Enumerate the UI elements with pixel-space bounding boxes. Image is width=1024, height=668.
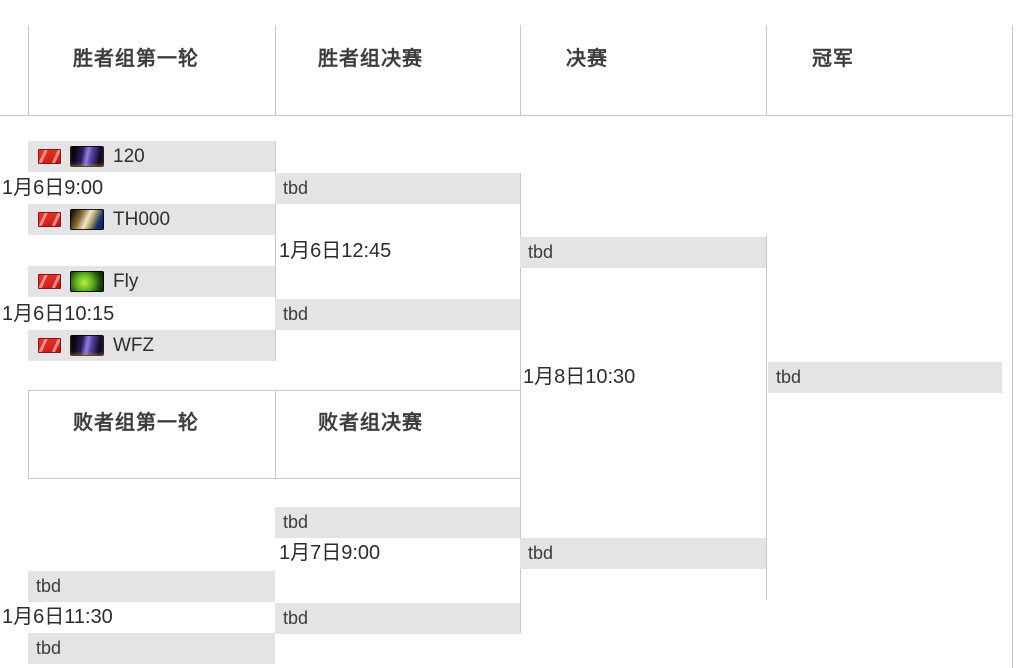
undead-race-icon — [70, 146, 104, 167]
china-flag-icon — [38, 338, 61, 353]
champion-slot: tbd — [768, 362, 1002, 393]
losers-header-col2-left-line — [275, 390, 276, 478]
header-winners-final: 胜者组决赛 — [318, 48, 423, 70]
losers-header-col1-left-line — [28, 390, 29, 478]
header-bottom-line — [0, 115, 1012, 116]
losers-final-slot1: tbd — [275, 507, 520, 538]
losers-header-right-line — [520, 390, 521, 478]
player-name: Fly — [113, 270, 139, 292]
header-col2-left-line — [275, 25, 276, 115]
winners-round1-connector-line — [275, 141, 276, 361]
header-winners-round1: 胜者组第一轮 — [73, 48, 199, 70]
header-champion: 冠军 — [812, 48, 854, 70]
match-time: 1月6日10:15 — [2, 303, 115, 325]
undead-race-icon — [70, 335, 104, 356]
header-losers-round1: 败者组第一轮 — [73, 412, 199, 434]
player-cell-th000[interactable]: TH000 — [28, 204, 275, 235]
match-time: 1月6日12:45 — [279, 240, 392, 262]
grand-final-connector-line — [766, 235, 767, 600]
header-col4-left-line — [766, 25, 767, 115]
header-col4-right-line — [1012, 25, 1013, 668]
header-col3-left-line — [520, 25, 521, 115]
losers-final-slot2: tbd — [275, 603, 520, 634]
losers-header-bottom-line — [28, 478, 520, 479]
winners-final-slot1: tbd — [275, 173, 520, 204]
player-cell-wfz[interactable]: WFZ — [28, 330, 275, 361]
orc-race-icon — [70, 271, 104, 292]
match-time: 1月8日10:30 — [523, 366, 636, 388]
header-col1-left-line — [28, 25, 29, 115]
match-time: 1月6日9:00 — [2, 177, 104, 199]
player-cell-120[interactable]: 120 — [28, 141, 275, 172]
player-name: TH000 — [113, 208, 171, 230]
header-grand-final: 决赛 — [566, 48, 608, 70]
player-name: 120 — [113, 145, 145, 167]
china-flag-icon — [38, 149, 61, 164]
match-time: 1月6日11:30 — [2, 606, 113, 628]
china-flag-icon — [38, 212, 61, 227]
grand-final-slot1: tbd — [520, 237, 766, 268]
match-time: 1月7日9:00 — [279, 542, 381, 564]
grand-final-slot2: tbd — [520, 538, 766, 569]
losers-header-top-line — [28, 390, 520, 391]
losers-round1-slot2: tbd — [28, 633, 275, 664]
china-flag-icon — [38, 274, 61, 289]
human-race-icon — [70, 209, 104, 230]
player-name: WFZ — [113, 334, 155, 356]
header-losers-final: 败者组决赛 — [318, 412, 423, 434]
winners-final-slot2: tbd — [275, 299, 520, 330]
losers-round1-slot1: tbd — [28, 571, 275, 602]
player-cell-fly[interactable]: Fly — [28, 266, 275, 297]
